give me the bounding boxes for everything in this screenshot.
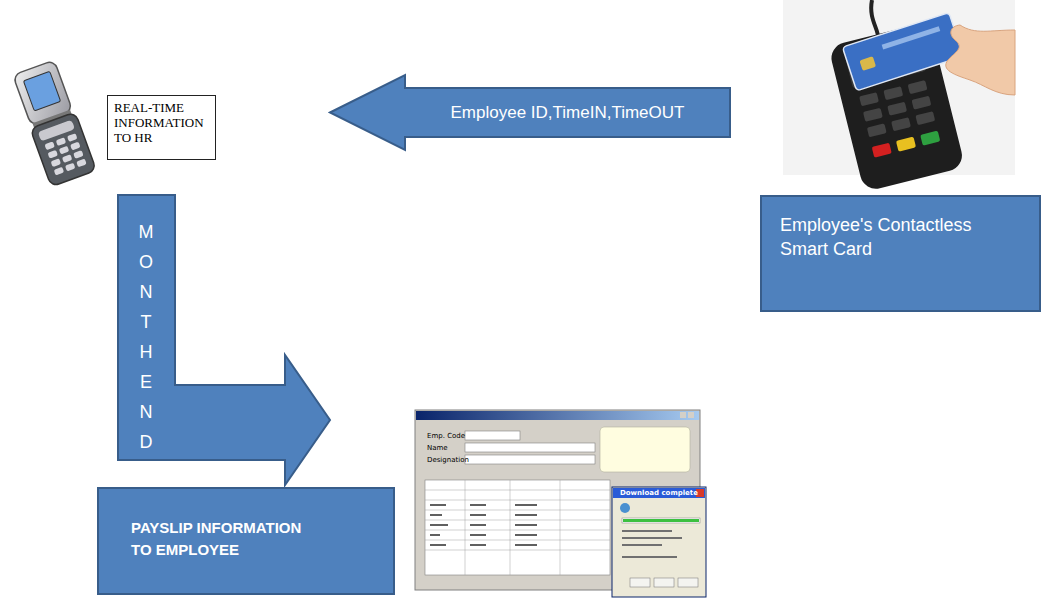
arrow-shape xyxy=(330,75,730,150)
block-arrow: Employee ID,TimeIN,TimeOUT xyxy=(330,75,730,150)
process-box: PAYSLIP INFORMATION TO EMPLOYEE xyxy=(97,487,395,595)
software-screenshot xyxy=(415,410,706,597)
text-area: REAL-TIME INFORMATION TO HR xyxy=(114,100,210,145)
process-box: Employee's Contactless Smart Card xyxy=(760,195,1041,312)
screen-label: Name xyxy=(427,444,448,452)
text-area: Employee ID,TimeIN,TimeOUT xyxy=(410,88,725,137)
arrow-shape xyxy=(118,195,330,485)
mobile-phone xyxy=(11,59,96,186)
node-text: Employee ID,TimeIN,TimeOUT xyxy=(451,103,685,123)
screen-label: Emp. Code xyxy=(427,432,465,440)
text-area: MONTHEND xyxy=(137,217,155,457)
node-text: Employee's Contactless Smart Card xyxy=(780,213,1020,261)
screen-label: Designation xyxy=(427,456,469,464)
screen-label: Download complete xyxy=(620,489,698,497)
node-text: MONTHEND xyxy=(137,217,155,457)
card-reader-photo xyxy=(783,0,1015,192)
text-area: Employee's Contactless Smart Card xyxy=(780,213,1020,261)
text-area: PAYSLIP INFORMATION TO EMPLOYEE xyxy=(131,517,321,561)
bent-arrow: MONTHEND xyxy=(118,195,330,490)
node-text: PAYSLIP INFORMATION TO EMPLOYEE xyxy=(131,517,321,561)
node-text: REAL-TIME INFORMATION TO HR xyxy=(114,100,210,145)
info-box: REAL-TIME INFORMATION TO HR xyxy=(107,95,216,160)
